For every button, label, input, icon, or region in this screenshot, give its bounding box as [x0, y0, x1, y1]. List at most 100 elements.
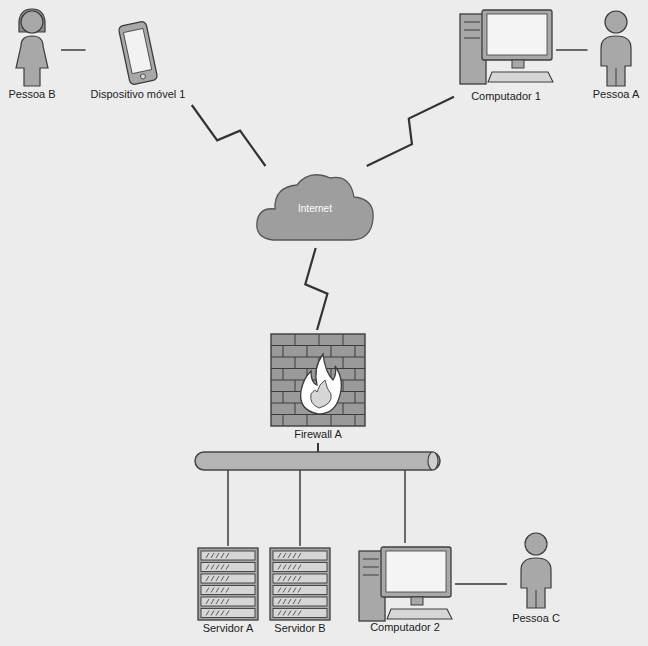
device-node: Firewall A [271, 334, 365, 441]
server-vent [283, 599, 286, 604]
server-vent [298, 588, 301, 593]
brick-joint [331, 415, 332, 427]
pc-screen [487, 14, 547, 55]
server-vent [288, 576, 291, 581]
server-unit [201, 597, 255, 606]
server-unit [273, 609, 327, 618]
server-unit [201, 609, 255, 618]
firewall-wall [271, 334, 365, 426]
server-vent [283, 565, 286, 570]
server-vent [216, 565, 219, 570]
icon-group [198, 548, 258, 620]
icon-group [16, 9, 48, 86]
server-rack [198, 548, 258, 620]
person-head [605, 11, 627, 33]
firewall-flame-inner [311, 380, 332, 408]
server-vent [293, 576, 296, 581]
bus-pipe [195, 452, 440, 470]
pc-icon [357, 545, 453, 619]
phone-icon [116, 20, 160, 86]
server-unit [273, 586, 327, 595]
server-vent [283, 576, 286, 581]
server-unit [273, 574, 327, 583]
server-unit [273, 563, 327, 572]
server-vent [293, 611, 296, 616]
server-vent [298, 599, 301, 604]
server-vent [293, 588, 296, 593]
server-vent [278, 611, 281, 616]
tower-slot [363, 567, 379, 568]
server-vent [226, 611, 229, 616]
server-vent [221, 565, 224, 570]
brick-joint [307, 415, 308, 427]
server-vent [206, 576, 209, 581]
brick-joint [343, 334, 344, 346]
network-cable [556, 49, 588, 50]
device-node: Computador 1 [458, 8, 554, 103]
cloud-label: Internet [253, 202, 377, 215]
pc-screen [386, 551, 446, 592]
server-vent [221, 553, 224, 558]
server-rack [270, 548, 330, 620]
icon-group [270, 548, 330, 620]
server-unit [201, 574, 255, 583]
brick-joint [283, 369, 284, 381]
brick-joint [355, 392, 356, 404]
device-label: Pessoa A [590, 88, 643, 101]
tower-slot [464, 30, 480, 31]
wireless-link [367, 97, 454, 166]
device-label: Servidor B [268, 622, 332, 635]
server-vent [216, 611, 219, 616]
icon-group [460, 10, 553, 84]
hair [19, 9, 45, 32]
server-vent [211, 611, 214, 616]
server-vent [226, 599, 229, 604]
icon-group [359, 547, 452, 621]
server-vent [288, 611, 291, 616]
server-vent [216, 588, 219, 593]
person-body [601, 36, 631, 86]
brick-joint [343, 357, 344, 369]
server-unit [201, 563, 255, 572]
brick-joint [283, 392, 284, 404]
network-cable [455, 583, 507, 584]
device-label: Firewall A [271, 428, 365, 441]
icon-group [521, 533, 551, 608]
server-vent [206, 565, 209, 570]
brick-joint [295, 334, 296, 346]
device-node: Pessoa B [5, 8, 59, 101]
brick-joint [307, 346, 308, 358]
device-label: Computador 1 [458, 90, 554, 103]
device-label: Computador 2 [357, 621, 453, 634]
server-unit [273, 597, 327, 606]
server-vent [206, 553, 209, 558]
server-vent [221, 599, 224, 604]
server-vent [298, 611, 301, 616]
pc-stand [411, 597, 423, 605]
brick-joint [283, 415, 284, 427]
server-vent [283, 588, 286, 593]
pc-icon [458, 8, 554, 88]
server-vent [221, 588, 224, 593]
server-vent [278, 553, 281, 558]
server-vent [298, 565, 301, 570]
server-vent [221, 611, 224, 616]
brick-joint [295, 380, 296, 392]
network-cable [61, 49, 86, 50]
server-vent [216, 599, 219, 604]
pc-monitor [482, 10, 552, 60]
brick-joint [355, 346, 356, 358]
device-label: Servidor A [196, 622, 260, 635]
person-head [21, 11, 43, 33]
brick-joint [319, 334, 320, 346]
icon-group [601, 11, 631, 86]
firewall-flame [301, 354, 342, 414]
server-vent [211, 553, 214, 558]
tower-slot [464, 22, 480, 23]
server-vent [283, 553, 286, 558]
pc-stand [512, 60, 524, 68]
server-icon [196, 548, 260, 620]
server-vent [278, 588, 281, 593]
server-unit [201, 551, 255, 560]
person-legs [536, 590, 537, 608]
